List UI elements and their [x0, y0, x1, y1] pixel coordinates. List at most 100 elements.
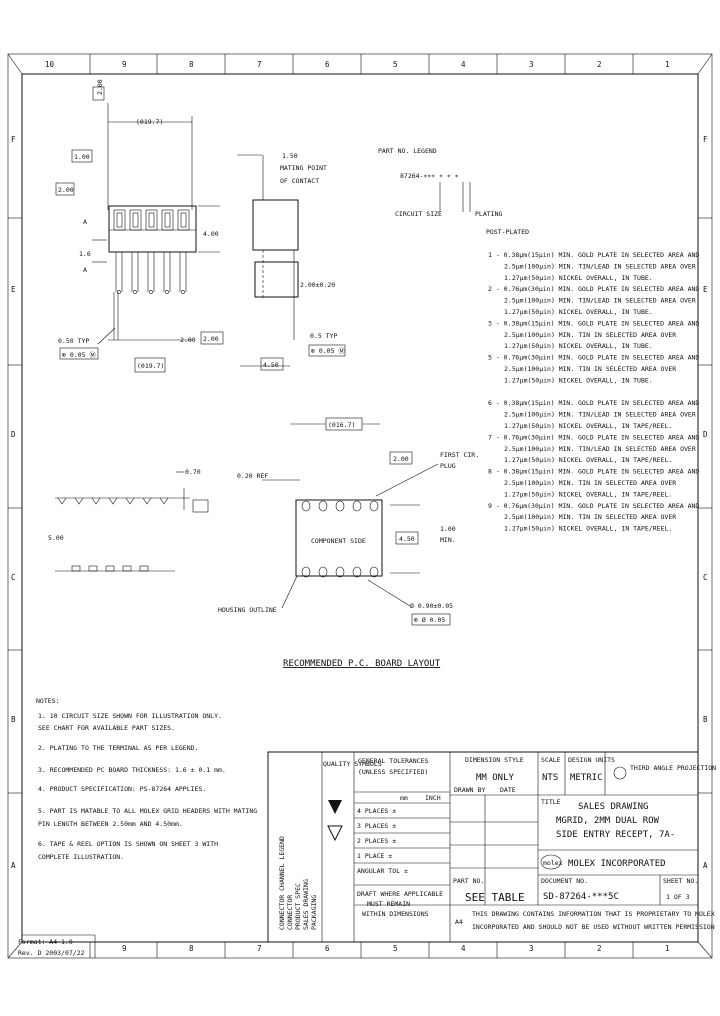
pcb-hole	[301, 500, 311, 512]
pcb-hole	[301, 566, 311, 578]
side-dim-bottom: 4.50	[263, 361, 279, 369]
legend-entry: 5 - 0.76μm(30μin) MIN. GOLD PLATE IN SEL…	[488, 354, 699, 362]
mating-note-1: 1.50	[282, 152, 298, 160]
note-line: COMPLETE ILLUSTRATION.	[38, 853, 124, 861]
tol-inch: INCH	[425, 794, 441, 802]
callout-label: ⊕ 0.05 Ⓜ	[62, 351, 96, 359]
note-line: 1. 10 CIRCUIT SIZE SHOWN FOR ILLUSTRATIO…	[38, 712, 222, 720]
stamp-line: CONNECTOR	[286, 895, 294, 930]
row-label: C	[11, 573, 16, 582]
projection: THIRD ANGLE PROJECTION	[630, 764, 716, 772]
pcb-hole	[318, 566, 328, 578]
dim-style-label: DIMENSION STYLE	[465, 756, 524, 764]
zone-ticks	[8, 54, 712, 958]
title-line: MGRID, 2MM DUAL ROW	[556, 816, 660, 826]
dim-typ-label: 0.5 TYP	[310, 332, 337, 340]
note-line: 5. PART IS MATABLE TO ALL MOLEX GRID HEA…	[38, 807, 257, 815]
label-a: A	[83, 218, 87, 226]
notes-title: NOTES:	[36, 697, 59, 705]
row-label: F	[703, 135, 708, 144]
zone-label: 3	[529, 944, 534, 953]
legend-entry: 1.27μm(50μin) NICKEL OVERALL, IN TUBE.	[504, 274, 653, 282]
date-label: DATE	[500, 786, 516, 794]
zone-label: 1	[665, 944, 670, 953]
zone-label: 3	[529, 60, 534, 69]
dim-tail-label: 0.50 TYP	[58, 337, 89, 345]
drawn-by: DRAWN BY	[454, 786, 485, 794]
sheet: 1 OF 3	[666, 893, 690, 901]
doc-no-label: DOCUMENT NO.	[541, 877, 588, 885]
legend-entry: 1 - 0.38μm(15μin) MIN. GOLD PLATE IN SEL…	[488, 251, 699, 259]
pcb-hole	[318, 500, 328, 512]
sheet-label: SHEET NO.	[663, 877, 698, 885]
note-line: 4. PRODUCT SPECIFICATION: PS-87264 APPLI…	[38, 785, 206, 793]
part-label: PART NO.	[453, 877, 484, 885]
tol-angular: ANGULAR TOL ±	[357, 867, 408, 875]
projection-icon	[613, 766, 627, 780]
side-callout: ⊕ 0.05 Ⓜ	[311, 347, 345, 355]
pcb-callout: ⊕ Ø 0.05	[414, 616, 445, 624]
pcb-first-2: PLUG	[440, 462, 456, 470]
legend-entry: 2.5μm(100μin) MIN. TIN/LEAD IN SELECTED …	[504, 262, 696, 270]
row-label: A	[703, 861, 708, 870]
legend-entry: 6 - 0.38μm(15μin) MIN. GOLD PLATE IN SEL…	[488, 399, 699, 407]
tape-tooth	[74, 497, 84, 505]
legend-plating: PLATING	[475, 210, 502, 218]
legend-entry: 2.5μm(100μin) MIN. TIN IN SELECTED AREA …	[504, 513, 676, 521]
tol-draft-2: MUST REMAIN	[367, 900, 410, 908]
scale: NTS	[542, 773, 558, 783]
rev-label: Rev. D 2003/07/22	[18, 949, 85, 957]
design-units: METRIC	[570, 773, 603, 783]
pcb-layout: (016.7) 2.00 FIRST CIR. PLUG 0.20 REF CO…	[218, 417, 479, 669]
legend-entry: 2.5μm(100μin) MIN. TIN/LEAD IN SELECTED …	[504, 411, 696, 419]
quality-triangle	[328, 800, 342, 814]
tape-bump	[88, 565, 98, 572]
notes-lines: 1. 10 CIRCUIT SIZE SHOWN FOR ILLUSTRATIO…	[38, 712, 257, 861]
dim-pitch-label: 2.00	[180, 336, 196, 344]
dim-style: MM ONLY	[476, 773, 515, 783]
zone-label: 9	[122, 60, 127, 69]
front-view: 2.00 (019.7) 1.00 2.00 A 1.6 A 4.00 0.50…	[55, 79, 224, 373]
right-row-labels: F E D C B A	[703, 135, 708, 870]
contact-group	[113, 209, 190, 340]
zone-label: 9	[122, 944, 127, 953]
legend-entry: 1.27μm(50μin) NICKEL OVERALL, IN TUBE.	[504, 342, 653, 350]
zone-label: 8	[189, 60, 194, 69]
dim-pin-label: 2.00±0.20	[300, 281, 335, 289]
zone-label: 10	[45, 60, 55, 69]
tape-bump	[139, 565, 149, 572]
zone-label: 4	[461, 60, 466, 69]
tape-tooth	[91, 497, 101, 505]
zone-label: 7	[257, 60, 262, 69]
legend-entry: 2 - 0.76μm(30μin) MIN. GOLD PLATE IN SEL…	[488, 285, 699, 293]
legend-entry: 1.27μm(50μin) NICKEL OVERALL, IN TUBE.	[504, 376, 653, 384]
legend-entry: 3 - 0.38μm(15μin) MIN. GOLD PLATE IN SEL…	[488, 319, 699, 327]
format-label: Format: A4-1.0	[18, 938, 73, 946]
tape-tooth	[125, 497, 135, 505]
dim-width-label: (019.7)	[136, 118, 163, 126]
dim-top-label: 2.00	[96, 79, 104, 95]
dim-box	[92, 86, 105, 101]
pcb-first: FIRST CIR.	[440, 451, 479, 459]
pcb-dim-ref: 0.20 REF	[237, 472, 268, 480]
zone-label: 5	[393, 60, 398, 69]
pcb-dim-min-2: MIN.	[440, 536, 456, 544]
design-units-label: DESIGN UNITS	[568, 756, 615, 764]
tol-sub: (UNLESS SPECIFIED)	[358, 768, 428, 776]
note-line: 3. RECOMMENDED PC BOARD THICKNESS: 1.6 ±…	[38, 766, 226, 774]
tape-view: 0.70 5.00	[48, 468, 209, 572]
company: MOLEX INCORPORATED	[568, 859, 666, 869]
part-legend: PART NO. LEGEND 87264-∗∗∗ ∗ ∗ ∗ CIRCUIT …	[378, 147, 699, 533]
row-label: D	[11, 430, 16, 439]
zone-label: 8	[189, 944, 194, 953]
stamp-line: PRODUCT SPEC	[294, 883, 302, 930]
pcb-title: RECOMMENDED P.C. BOARD LAYOUT	[283, 659, 441, 669]
legend-entry: 2.5μm(100μin) MIN. TIN IN SELECTED AREA …	[504, 365, 676, 373]
tape-bumps	[71, 565, 149, 572]
pcb-dim-min: 1.00	[440, 525, 456, 533]
left-row-labels: F E D C B A	[11, 135, 16, 870]
row-label: D	[703, 430, 708, 439]
zone-label: 2	[597, 944, 602, 953]
pcb-hole	[352, 500, 362, 512]
housing-outline	[295, 499, 383, 577]
